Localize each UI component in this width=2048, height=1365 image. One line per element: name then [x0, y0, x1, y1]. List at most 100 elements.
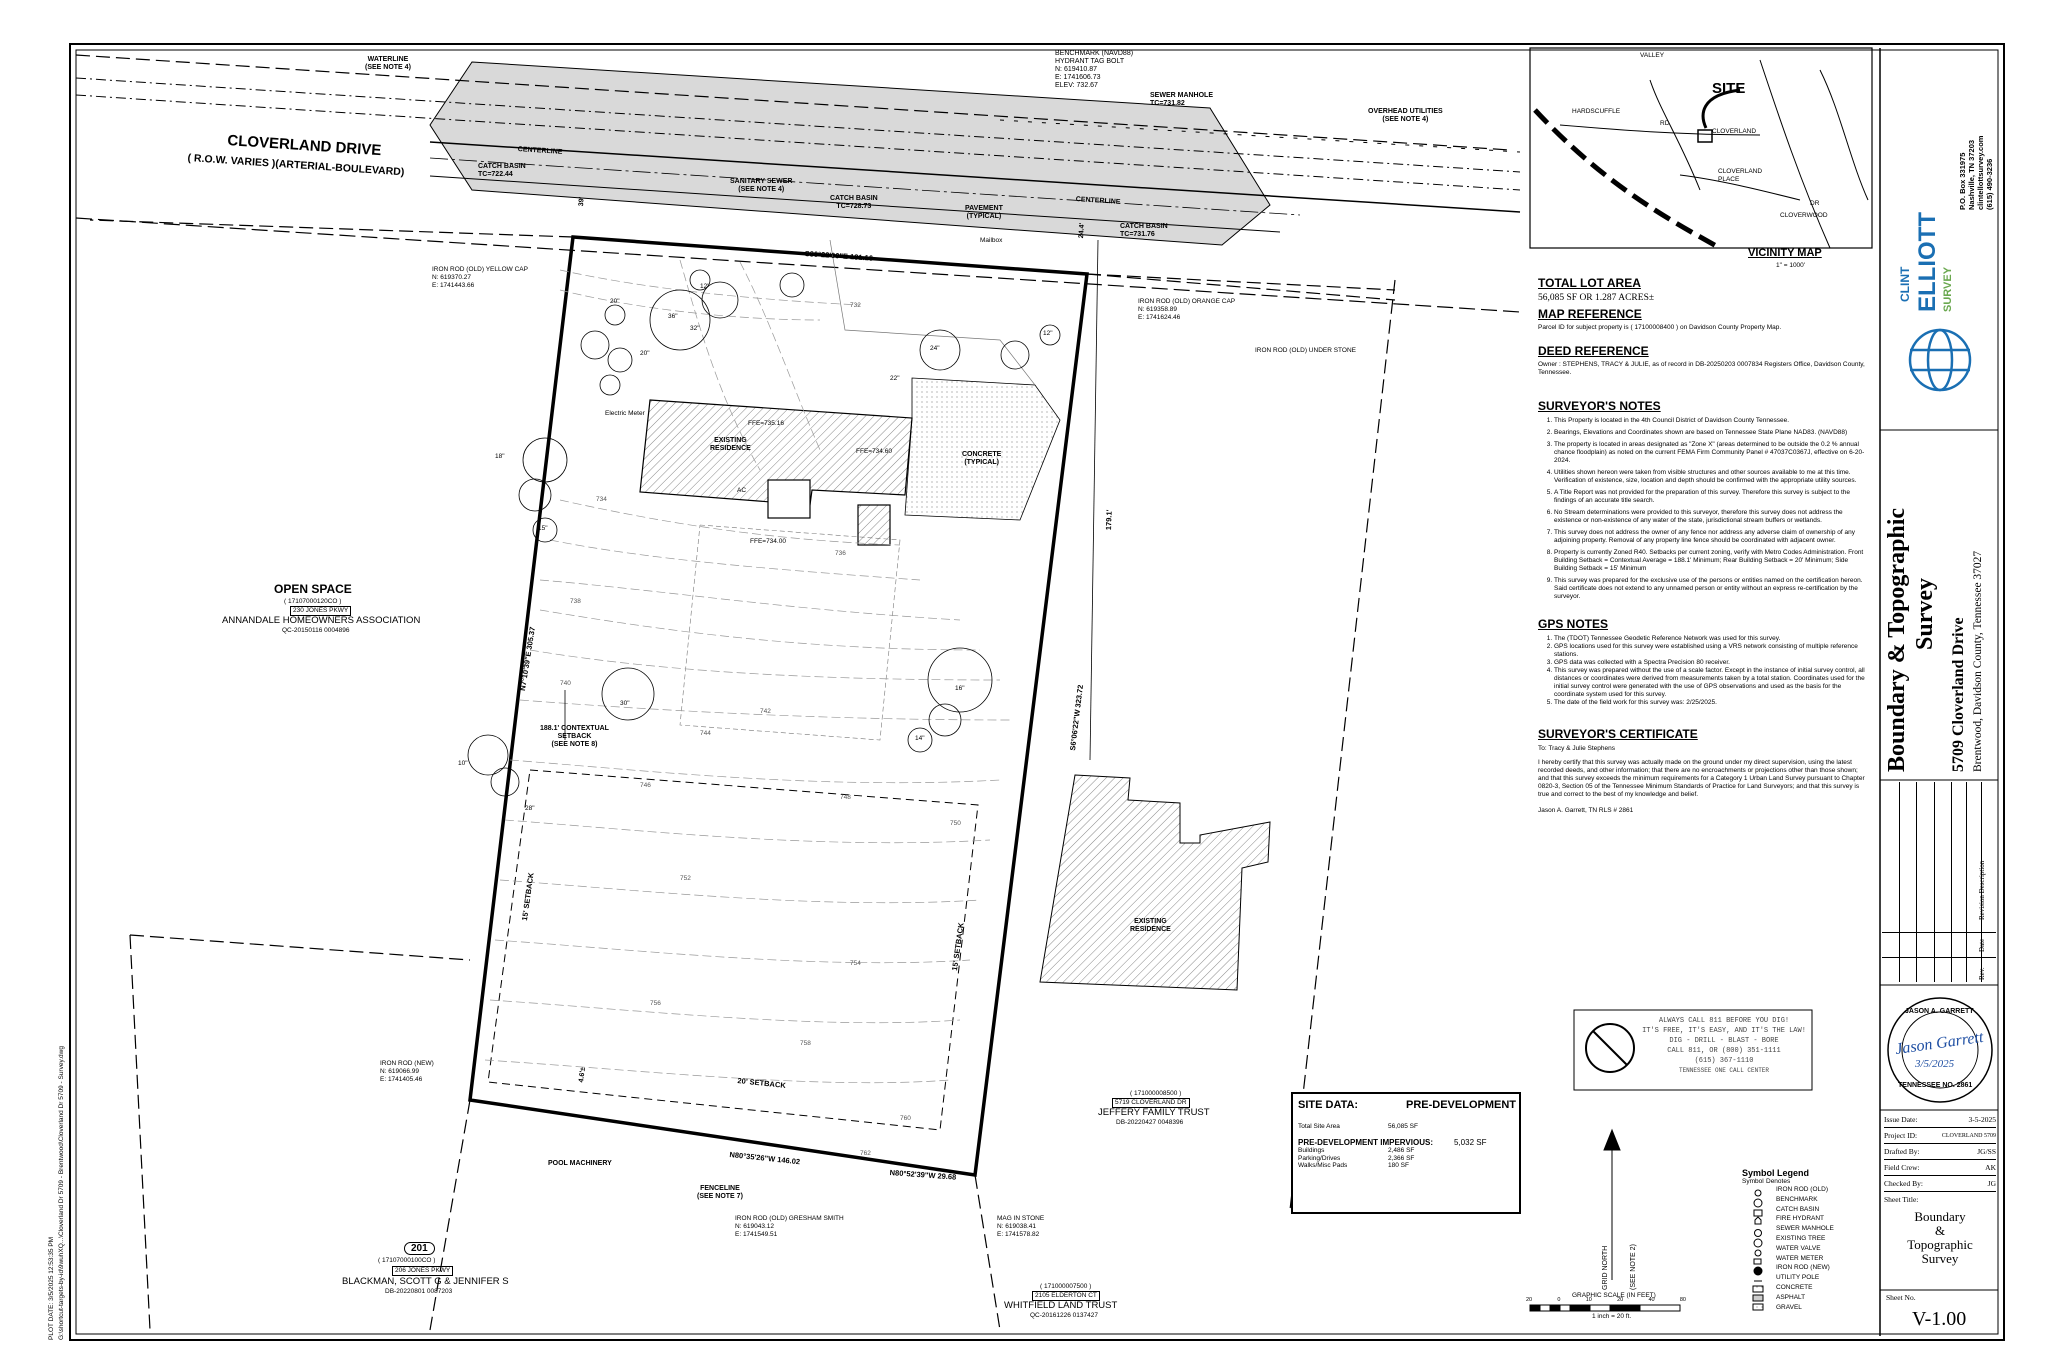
- label-sanitary: SANITARY SEWER (SEE NOTE 4): [730, 178, 793, 193]
- site-city: Brentwood, Davidson County, Tennessee 37…: [1972, 550, 1984, 772]
- surveyors-note: Bearings, Elevations and Coordinates sho…: [1554, 429, 1868, 437]
- gps-note: GPS data was collected with a Spectra Pr…: [1554, 659, 1868, 667]
- gps-note: The (TDOT) Tennessee Geodetic Reference …: [1554, 635, 1868, 643]
- contour-lines: [484, 259, 1011, 1084]
- field-label: Issue Date:: [1884, 1115, 1918, 1124]
- label-jeffery-deed: DB-20220427 0048396: [1116, 1119, 1184, 1126]
- surveyors-notes-list: This Property is located in the 4th Coun…: [1538, 417, 1868, 601]
- contour-label: 748: [840, 794, 851, 801]
- legend-item: IRON ROD (OLD): [1776, 1186, 1828, 1193]
- vicinity-street-4: CLOVERLAND PLACE: [1718, 168, 1763, 183]
- legend-item: UTILITY POLE: [1776, 1274, 1820, 1282]
- tree-label: 22": [890, 375, 900, 382]
- label-catch-basin-2: CATCH BASIN TC=728.73: [830, 195, 878, 210]
- site-address: 5709 Cloverland Drive: [1950, 617, 1967, 772]
- site-data-item-value: 2,486 SF: [1388, 1147, 1415, 1154]
- tree-label: 36": [668, 313, 678, 320]
- label-electric-meter: Electric Meter: [605, 410, 645, 417]
- gps-note: The date of the field work for this surv…: [1554, 699, 1868, 707]
- residence-building: [639, 399, 913, 546]
- call811-line: CALL 811, OR (800) 351-1111: [1667, 1047, 1781, 1055]
- property-boundary: [468, 235, 1089, 1177]
- contour-label: 732: [850, 302, 861, 309]
- no-dig-icon: [1585, 1023, 1635, 1073]
- deed-reference: Owner : STEPHENS, TRACY & JULIE, as of r…: [1538, 361, 1865, 376]
- vicinity-street-2: HARDSCUFFLE: [1572, 108, 1621, 115]
- adjoining-lines: [89, 219, 1396, 1331]
- notes-column: TOTAL LOT AREA 56,085 SF OR 1.287 ACRES±…: [1538, 276, 1868, 815]
- field-label: Drafted By:: [1884, 1147, 1920, 1156]
- contour-label: 750: [950, 820, 961, 827]
- label-open-space: OPEN SPACE: [274, 582, 352, 596]
- rev-header: Rev.: [1978, 967, 1986, 980]
- tree-label: 18": [495, 453, 505, 460]
- fence-line: [679, 524, 901, 741]
- legend-item: CONCRETE: [1776, 1283, 1813, 1291]
- field-label: Checked By:: [1884, 1179, 1923, 1188]
- legend-col-symbol: Symbol: [1742, 1178, 1764, 1185]
- call811-text: ALWAYS CALL 811 BEFORE YOU DIG! IT'S FRE…: [1640, 1016, 1808, 1076]
- scale-tick: 20: [1617, 1297, 1624, 1303]
- vicinity-site-label: SITE: [1712, 80, 1746, 97]
- field-value: AK: [1985, 1163, 1996, 1172]
- tree-label: 24": [930, 345, 940, 352]
- label-waterline: WATERLINE (SEE NOTE 4): [365, 56, 411, 71]
- label-blackman-owner: BLACKMAN, SCOTT G & JENNIFER S: [342, 1276, 509, 1287]
- label-fenceline: FENCELINE (SEE NOTE 7): [697, 1185, 743, 1200]
- sheet-no: V-1.00: [1912, 1308, 1967, 1330]
- site-data-impervious-label: PRE-DEVELOPMENT IMPERVIOUS:: [1298, 1138, 1433, 1147]
- gps-notes-list: The (TDOT) Tennessee Geodetic Reference …: [1538, 635, 1868, 707]
- surveyors-note: No Stream determinations were provided t…: [1554, 509, 1868, 525]
- field-value: CLOVERLAND 5709: [1941, 1132, 1996, 1139]
- label-whitfield-id: ( 171000007500 ): [1040, 1283, 1092, 1290]
- label-pavement: PAVEMENT (TYPICAL): [965, 205, 1003, 220]
- rev-header: Revision Description: [1978, 860, 1986, 920]
- legend-item: IRON ROD (NEW): [1776, 1264, 1830, 1272]
- company-main: ELLIOTT: [1914, 212, 1941, 312]
- surveyor-seal: [1887, 997, 1993, 1103]
- field-value: JG/SS: [1977, 1147, 1996, 1156]
- tree-label: 12": [1043, 330, 1053, 337]
- label-under-stone: IRON ROD (OLD) UNDER STONE: [1255, 347, 1356, 354]
- surveyors-note: A Title Report was not provided for the …: [1554, 489, 1868, 505]
- surveyors-notes-title: SURVEYOR'S NOTES: [1538, 399, 1661, 413]
- label-overhead: OVERHEAD UTILITIES (SEE NOTE 4): [1368, 108, 1443, 123]
- legend-item: WATER METER: [1776, 1254, 1824, 1262]
- vicinity-street-7: VALLEY: [1640, 52, 1665, 59]
- label-iron-yellow: IRON ROD (OLD) YELLOW CAP N: 619370.27 E…: [432, 266, 528, 289]
- site-data: SITE DATA: PRE-DEVELOPMENT Total Site Ar…: [1298, 1099, 1516, 1170]
- call811-line: (615) 367-1110: [1694, 1057, 1754, 1065]
- site-data-item-label: Parking/Drives: [1298, 1154, 1341, 1162]
- surveyors-note: Utilities shown hereon were taken from v…: [1554, 469, 1868, 485]
- company-logo-globe: [1908, 328, 1972, 392]
- contour-label: 744: [700, 730, 711, 737]
- contour-label: 758: [800, 1040, 811, 1047]
- scale-tick: 0: [1557, 1297, 1561, 1303]
- certificate-to: To: Tracy & Julie Stephens: [1538, 745, 1615, 752]
- certificate-body: I hereby certify that this survey was ac…: [1538, 759, 1865, 798]
- label-blackman-deed: DB-20220801 0087203: [385, 1288, 453, 1295]
- label-lot-number: 201: [404, 1242, 435, 1255]
- label-mailbox: Mailbox: [980, 237, 1003, 244]
- neighbor-residence: [1039, 774, 1271, 991]
- site-data-phase: PRE-DEVELOPMENT: [1405, 1099, 1516, 1111]
- label-benchmark: BENCHMARK (NAVD88) HYDRANT TAG BOLT N: 6…: [1055, 50, 1134, 89]
- revision-table: Rev. Date Revision Description: [1882, 782, 1996, 982]
- label-catch-basin-3: CATCH BASIN TC=731.76: [1120, 223, 1168, 238]
- legend-col-denotes: Denotes: [1766, 1178, 1791, 1185]
- sheet-no-label: Sheet No.: [1886, 1293, 1916, 1302]
- contour-label: 760: [900, 1115, 911, 1122]
- total-lot-area-title: TOTAL LOT AREA: [1538, 276, 1641, 290]
- address-line: clintellottsurvey.com: [1976, 135, 1985, 210]
- contour-label: 738: [570, 598, 581, 605]
- surveyors-note: The property is located in areas designa…: [1554, 441, 1868, 465]
- label-existing-residence-2: EXISTING RESIDENCE: [1130, 918, 1171, 933]
- legend-item: BENCHMARK: [1776, 1195, 1818, 1203]
- label-jeffery-owner: JEFFERY FAMILY TRUST: [1098, 1107, 1210, 1118]
- label-concrete: CONCRETE (TYPICAL): [962, 451, 1002, 466]
- field-label: Project ID:: [1884, 1131, 1918, 1140]
- surveyors-note: This survey does not address the owner o…: [1554, 529, 1868, 545]
- label-catch-basin-1: CATCH BASIN TC=722.44: [478, 163, 526, 178]
- survey-title-2: Survey: [1912, 578, 1938, 650]
- label-mag: MAG IN STONE N: 619038.41 E: 1741578.82: [997, 1215, 1045, 1238]
